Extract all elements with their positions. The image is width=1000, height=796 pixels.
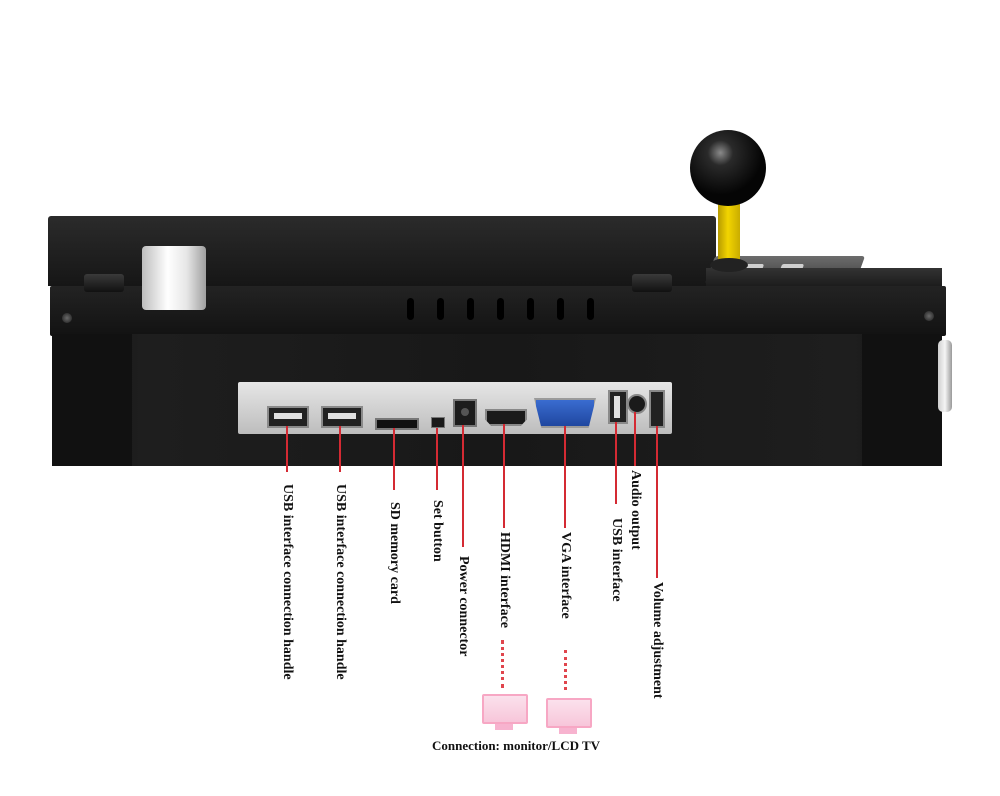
- joystick-base: [710, 258, 748, 272]
- monitor-stand: [495, 724, 513, 730]
- usb-port-3: [608, 390, 628, 424]
- side-latch: [938, 340, 952, 412]
- connection-dotted-line: [564, 650, 570, 690]
- connection-caption: Connection: monitor/LCD TV: [432, 738, 601, 753]
- leader-line: [656, 426, 658, 578]
- vent-slot: [437, 298, 444, 320]
- leader-line: [634, 412, 636, 466]
- label-usb-handle-1: USB interface connection handle: [280, 484, 295, 680]
- vga-port: [534, 398, 596, 428]
- audio-jack: [627, 394, 647, 414]
- hdmi-port: [485, 409, 527, 426]
- monitor-icon: [546, 698, 592, 728]
- vent-slot: [557, 298, 564, 320]
- connection-dotted-line: [501, 640, 507, 688]
- label-audio-output: Audio output: [628, 470, 643, 550]
- set-button-port: [431, 417, 445, 428]
- leader-line: [462, 425, 464, 547]
- label-volume: Volume adjustment: [650, 582, 665, 699]
- volume-knob: [649, 390, 665, 428]
- hinge-right: [632, 274, 672, 292]
- printer-paper-roll: [142, 246, 206, 310]
- leader-line: [286, 426, 288, 472]
- leader-line: [339, 426, 341, 472]
- label-vga: VGA interface: [558, 532, 573, 619]
- vent-slot: [407, 298, 414, 320]
- device-base-right-foot: [862, 334, 942, 466]
- screw-icon: [924, 311, 934, 321]
- leader-line: [615, 422, 617, 504]
- leader-line: [393, 428, 395, 490]
- joystick-shaft: [718, 194, 740, 266]
- leader-line: [503, 424, 505, 528]
- screw-icon: [62, 313, 72, 323]
- label-power-connector: Power connector: [456, 556, 471, 657]
- joystick-ball-top: [690, 130, 766, 206]
- vent-slot: [587, 298, 594, 320]
- vent-slot: [527, 298, 534, 320]
- vent-slot: [497, 298, 504, 320]
- label-set-button: Set button: [430, 500, 445, 562]
- label-hdmi: HDMI interface: [497, 532, 512, 629]
- leader-line: [436, 428, 438, 490]
- label-usb: USB interface: [609, 518, 624, 602]
- leader-line: [564, 426, 566, 528]
- device-lid-extension: [706, 268, 942, 288]
- monitor-stand: [559, 728, 577, 734]
- sd-card-slot: [375, 418, 419, 430]
- hinge-left: [84, 274, 124, 292]
- power-jack: [453, 399, 477, 427]
- device-base-left-foot: [52, 334, 132, 466]
- label-sd-card: SD memory card: [387, 502, 402, 604]
- vent-slot: [467, 298, 474, 320]
- label-usb-handle-2: USB interface connection handle: [333, 484, 348, 680]
- usb-port-1: [267, 406, 309, 428]
- usb-port-2: [321, 406, 363, 428]
- monitor-icon: [482, 694, 528, 724]
